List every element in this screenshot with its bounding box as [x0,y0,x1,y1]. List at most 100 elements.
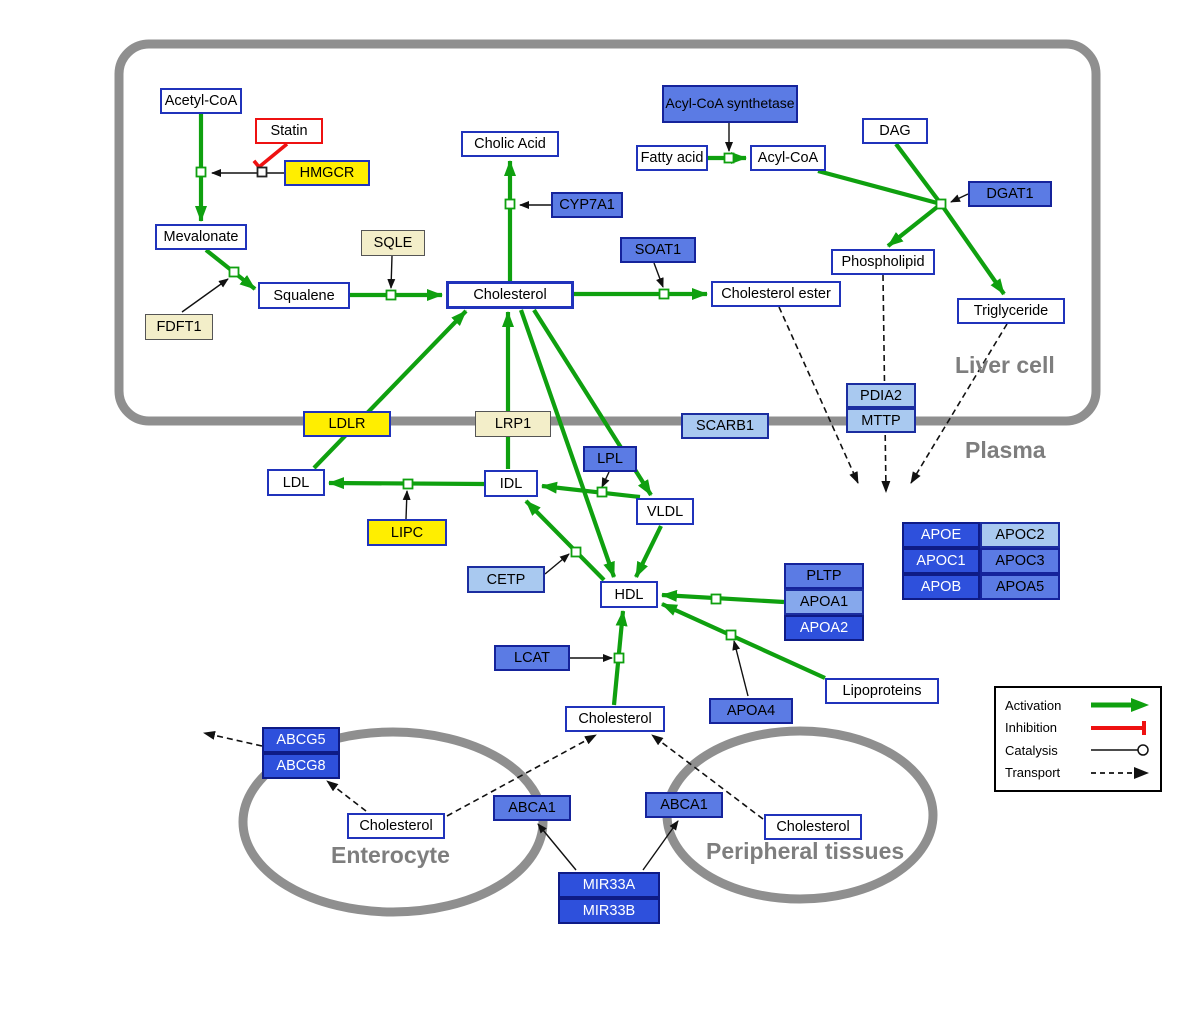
node-mttp[interactable]: MTTP [846,408,916,433]
node-acetyl-coa[interactable]: Acetyl-CoA [160,88,242,114]
node-abcg8[interactable]: ABCG8 [262,753,340,779]
node-apoc2[interactable]: APOC2 [980,522,1060,548]
reaction-node [570,546,582,558]
node-cholesterol-ester[interactable]: Cholesterol ester [711,281,841,307]
node-apoe[interactable]: APOE [902,522,980,548]
node-lrp1[interactable]: LRP1 [475,411,551,437]
node-cholic-acid[interactable]: Cholic Acid [461,131,559,157]
transport-dashed-arrow-icon [1091,766,1149,779]
node-cholesterol-plasma[interactable]: Cholesterol [565,706,665,732]
node-squalene[interactable]: Squalene [258,282,350,309]
edge-cetp-cat [544,553,570,575]
node-abcg5[interactable]: ABCG5 [262,727,340,753]
node-phospholipid[interactable]: Phospholipid [831,249,935,275]
node-lipoproteins[interactable]: Lipoproteins [825,678,939,704]
node-pdia2[interactable]: PDIA2 [846,383,916,408]
node-vldl[interactable]: VLDL [636,498,694,525]
reaction-node [504,198,516,210]
reaction-node [710,593,722,605]
node-pltp[interactable]: PLTP [784,563,864,589]
node-dgat1[interactable]: DGAT1 [968,181,1052,207]
legend-row-activation: Activation [1005,695,1151,715]
edge-hdl-idl-cetp [524,499,606,582]
edge-vldl-hdl [634,525,663,578]
edge-acylcoa-junction [817,168,942,207]
reaction-node [725,629,737,641]
edge-enterocyte-chol-to-plasma [446,734,597,817]
edge-apoa-hdl [661,589,785,605]
edge-junction-phospholipid [886,202,943,248]
legend-activation-label: Activation [1005,697,1062,713]
node-abca1-peripheral[interactable]: ABCA1 [645,792,723,818]
node-lcat[interactable]: LCAT [494,645,570,671]
legend-inhibition-label: Inhibition [1005,720,1058,736]
node-sqle[interactable]: SQLE [361,230,425,256]
liver-cell-membrane [114,39,1101,426]
node-fdft1[interactable]: FDFT1 [145,314,213,340]
legend-transport-label: Transport [1005,765,1061,781]
node-lipc[interactable]: LIPC [367,519,447,546]
inhibition-bar-icon [1091,720,1146,735]
reaction-node [228,266,240,278]
legend-row-catalysis: Catalysis [1005,740,1151,760]
node-ldl[interactable]: LDL [267,469,325,496]
node-idl[interactable]: IDL [484,470,538,497]
activation-arrow-icon [1091,698,1149,712]
legend-catalysis-label: Catalysis [1005,742,1058,758]
node-apoc1[interactable]: APOC1 [902,548,980,574]
node-hmgcr[interactable]: HMGCR [284,160,370,186]
reaction-node [935,198,947,210]
reaction-node [658,288,670,300]
node-dag[interactable]: DAG [862,118,928,144]
node-cholesterol-peripheral[interactable]: Cholesterol [764,814,862,840]
catalysis-circle-icon [1091,744,1149,757]
edge-statin-hmgcr [257,142,289,169]
node-statin[interactable]: Statin [255,118,323,144]
node-scarb1[interactable]: SCARB1 [681,413,769,439]
edge-dag-junction [894,142,943,206]
node-apob[interactable]: APOB [902,574,980,600]
reaction-node [723,152,735,164]
edge-sqle-cat [387,255,396,289]
edge-lipoproteins-hdl [661,602,826,680]
node-acyl-coa[interactable]: Acyl-CoA [750,145,826,171]
liver-cell-label: Liver cell [955,352,1055,378]
node-ldlr[interactable]: LDLR [303,411,391,437]
edge-vldl-idl [541,481,641,500]
edge-mir33-abca1-peripheral [642,820,679,871]
node-hdl[interactable]: HDL [600,581,658,608]
node-cetp[interactable]: CETP [467,566,545,593]
reaction-node [596,486,608,498]
edge-phospholipid-export [881,274,891,493]
node-lpl[interactable]: LPL [583,446,637,472]
node-apoa5[interactable]: APOA5 [980,574,1060,600]
node-soat1[interactable]: SOAT1 [620,237,696,263]
edge-mir33-abca1-enterocyte [537,823,577,871]
edge-triglyceride-export [910,323,1008,484]
node-abca1-enterocyte[interactable]: ABCA1 [493,795,571,821]
node-apoc3[interactable]: APOC3 [980,548,1060,574]
node-cholesterol-enterocyte[interactable]: Cholesterol [347,813,445,839]
edge-junction-triglyceride [939,202,1006,296]
node-triglyceride[interactable]: Triglyceride [957,298,1065,324]
node-apoa1[interactable]: APOA1 [784,589,864,615]
node-mir33a[interactable]: MIR33A [558,872,660,898]
reaction-node [385,289,397,301]
node-apoa2[interactable]: APOA2 [784,615,864,641]
node-acyl-coa-synthetase[interactable]: Acyl-CoA synthetase [662,85,798,123]
edge-peripheral-chol-to-plasma [651,734,764,820]
reaction-node [195,166,207,178]
node-mevalonate[interactable]: Mevalonate [155,224,247,250]
node-fatty-acid[interactable]: Fatty acid [636,145,708,171]
legend-row-inhibition: Inhibition [1005,718,1151,738]
reaction-node [256,166,268,178]
node-cholesterol-liver[interactable]: Cholesterol [446,281,574,309]
legend: Activation Inhibition Catalysis Transpor… [994,686,1162,792]
plasma-label: Plasma [965,437,1046,463]
node-mir33b[interactable]: MIR33B [558,898,660,924]
node-apoa4[interactable]: APOA4 [709,698,793,724]
node-cyp7a1[interactable]: CYP7A1 [551,192,623,218]
